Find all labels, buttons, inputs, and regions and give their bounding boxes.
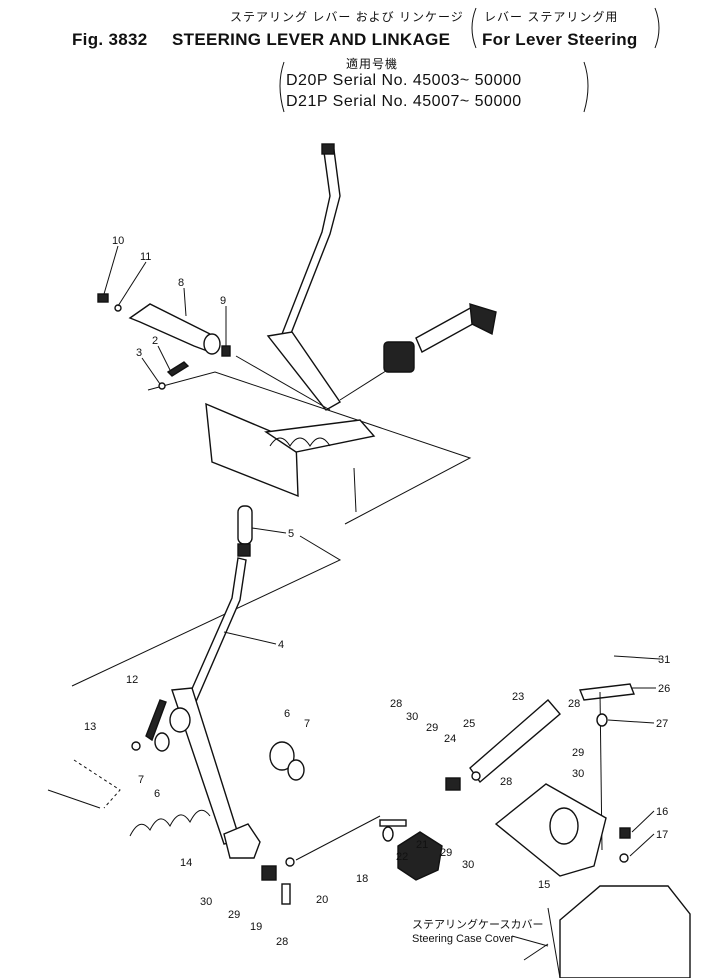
case-cover-label-en: Steering Case Cover xyxy=(412,933,514,945)
callout-15: 15 xyxy=(538,879,550,891)
lower-lever-assembly xyxy=(47,505,691,978)
callout-18: 18 xyxy=(356,873,368,885)
callout-31: 31 xyxy=(658,654,670,666)
figure-subtitle: For Lever Steering xyxy=(482,30,638,49)
callout-29a: 29 xyxy=(228,909,240,921)
callout-19: 19 xyxy=(250,921,262,933)
callout-26: 26 xyxy=(658,683,670,695)
callout-25: 25 xyxy=(463,718,475,730)
serial-range-d21p: D21P Serial No. 45007~ 50000 xyxy=(286,93,522,110)
title-japanese: ステアリング レバー および リンケージ xyxy=(230,10,464,24)
callout-8: 8 xyxy=(178,277,184,289)
callout-29d: 29 xyxy=(572,747,584,759)
upper-lever-assembly xyxy=(97,143,497,525)
case-cover-label-jp: ステアリングケースカバー xyxy=(412,917,543,931)
callout-3: 3 xyxy=(136,347,142,359)
callout-28b: 28 xyxy=(390,698,402,710)
figure-title: STEERING LEVER AND LINKAGE xyxy=(172,30,451,49)
callout-30b: 30 xyxy=(406,711,418,723)
callout-9: 9 xyxy=(220,295,226,307)
callout-28c: 28 xyxy=(500,776,512,788)
callout-12: 12 xyxy=(126,674,138,686)
callout-6b: 6 xyxy=(154,788,160,800)
callout-30a: 30 xyxy=(200,896,212,908)
callout-28a: 28 xyxy=(276,936,288,948)
callout-7: 7 xyxy=(304,718,310,730)
part-callouts: 10 11 8 9 2 3 5 4 12 13 6 7 6 7 14 30 29… xyxy=(84,235,670,948)
callout-4: 4 xyxy=(278,639,284,651)
callout-30d: 30 xyxy=(572,768,584,780)
figure-number: Fig. 3832 xyxy=(72,30,148,49)
callout-13: 13 xyxy=(84,721,96,733)
callout-7b: 7 xyxy=(138,774,144,786)
callout-21: 21 xyxy=(416,839,428,851)
callout-11: 11 xyxy=(140,251,151,263)
callout-30c: 30 xyxy=(462,859,474,871)
subtitle-japanese: レバー ステアリング用 xyxy=(484,10,619,24)
callout-20: 20 xyxy=(316,894,328,906)
callout-14: 14 xyxy=(180,857,192,869)
callout-17: 17 xyxy=(656,829,668,841)
callout-10: 10 xyxy=(112,235,124,247)
callout-5: 5 xyxy=(288,528,294,540)
callout-leaders xyxy=(103,245,661,857)
callout-29c: 29 xyxy=(440,847,452,859)
serial-label-japanese: 適用号機 xyxy=(346,57,399,71)
callout-2: 2 xyxy=(152,335,158,347)
callout-27: 27 xyxy=(656,718,668,730)
callout-6: 6 xyxy=(284,708,290,720)
callout-24: 24 xyxy=(444,733,456,745)
serial-range-d20p: D20P Serial No. 45003~ 50000 xyxy=(286,72,522,89)
callout-23: 23 xyxy=(512,691,524,703)
callout-28d: 28 xyxy=(568,698,580,710)
callout-16: 16 xyxy=(656,806,668,818)
callout-29b: 29 xyxy=(426,722,438,734)
callout-22: 22 xyxy=(396,851,408,863)
